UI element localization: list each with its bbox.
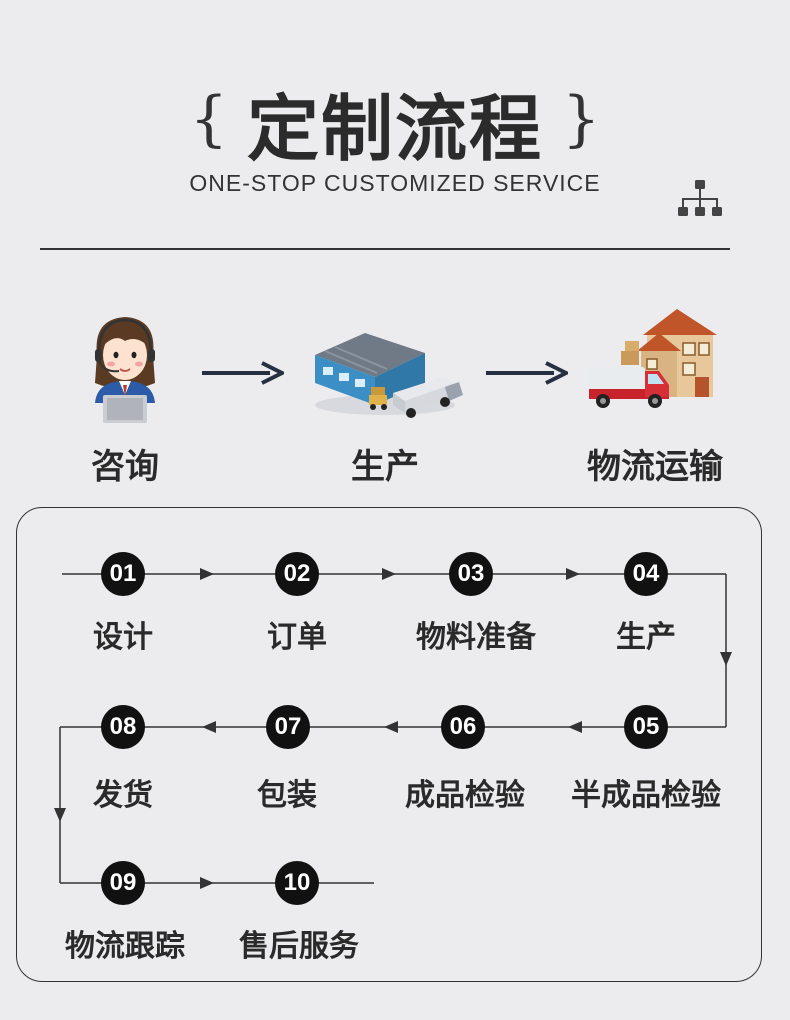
stage-label: 物流运输 [587,447,723,487]
arrow-right-icon [486,361,568,385]
stage-consult: 咨询 [60,305,190,488]
title-brace-close: } [562,83,601,154]
step-number-circle: 08 [101,705,145,749]
step-number-circle: 10 [275,861,319,905]
step-number-circle: 05 [624,705,668,749]
arrow-left-icon [384,721,398,733]
arrow-down-icon [720,652,732,666]
step-label: 成品检验 [405,778,525,813]
arrow-right-icon [382,568,396,580]
step-number-circle: 07 [266,705,310,749]
step-number-circle: 06 [441,705,485,749]
customer-service-icon [95,317,155,423]
header-divider [40,248,730,250]
step-label: 设计 [93,620,153,655]
arrow-right-icon [200,877,214,889]
page-title: 定制流程 [246,86,543,171]
step-label: 发货 [93,778,153,813]
factory-icon [315,333,463,418]
step-number-circle: 09 [101,861,145,905]
step-label: 包装 [257,778,317,813]
step-number-circle: 02 [275,552,319,596]
stage-label: 生产 [351,447,419,487]
step-number-circle: 04 [624,552,668,596]
org-chart-icon [678,180,722,216]
step-label: 物料准备 [416,620,536,655]
step-number-circle: 03 [449,552,493,596]
step-number-circle: 01 [101,552,145,596]
step-label: 订单 [267,620,327,655]
page-header: { 定制流程 } [0,70,790,175]
arrow-right-icon [566,568,580,580]
title-brace-open: { [189,83,228,154]
stage-production: 生产 [305,305,465,488]
arrow-right-icon [202,361,284,385]
step-label: 物流跟踪 [65,929,185,964]
page-subtitle: ONE-STOP CUSTOMIZED SERVICE [189,170,601,196]
process-panel [16,507,762,982]
arrow-down-icon [54,808,66,822]
stage-logistics: 物流运输 [580,305,730,488]
delivery-truck-house-icon [589,309,717,408]
step-label: 生产 [616,620,676,655]
stage-label: 咨询 [91,447,159,487]
arrow-right-icon [200,568,214,580]
arrow-left-icon [202,721,216,733]
step-label: 半成品检验 [571,778,721,813]
arrow-left-icon [568,721,582,733]
step-label: 售后服务 [239,929,359,964]
